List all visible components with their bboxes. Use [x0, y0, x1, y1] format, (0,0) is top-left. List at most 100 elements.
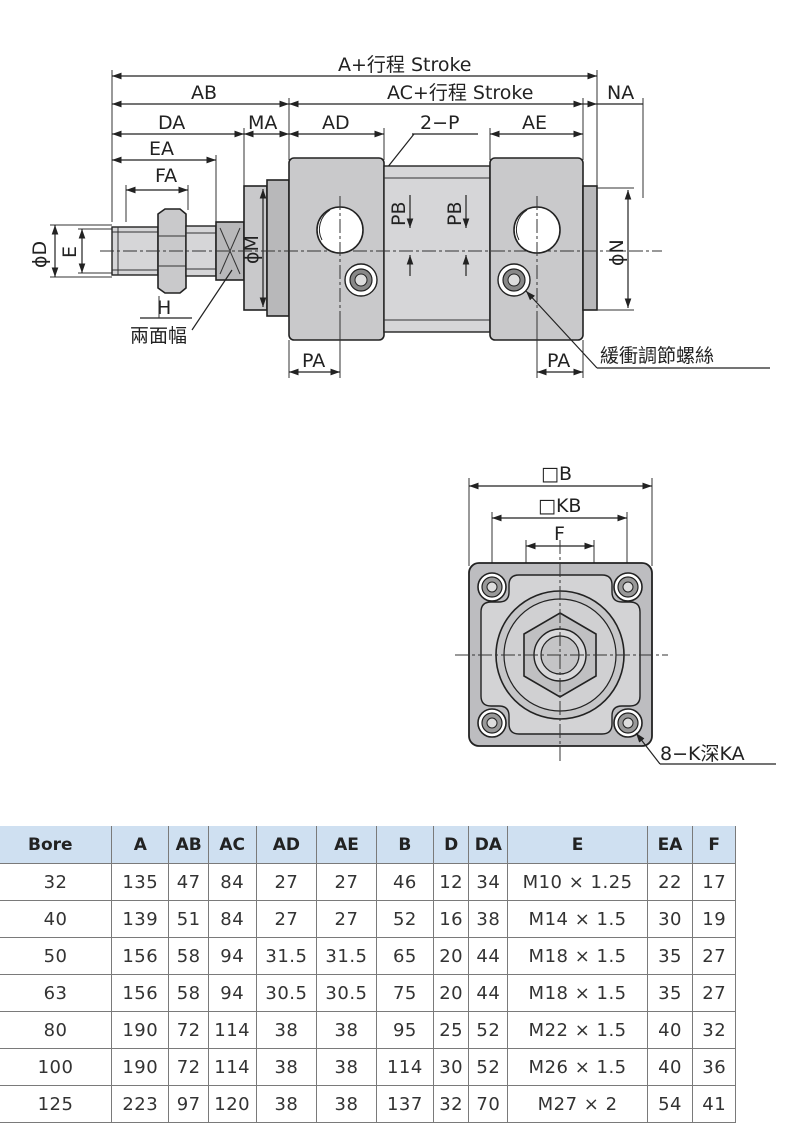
label-A-stroke: A+行程 Stroke	[338, 54, 472, 76]
table-cell: 190	[111, 1048, 170, 1086]
label-PA-1: PA	[302, 350, 325, 372]
label-B: □B	[541, 463, 572, 485]
table-cell: 32	[692, 1011, 736, 1049]
corner-bolt-bl	[477, 708, 507, 738]
table-cell: 58	[168, 937, 209, 975]
table-cell: 51	[168, 900, 209, 938]
table-cell: 75	[375, 974, 435, 1012]
table-cell: 47	[168, 863, 209, 901]
label-F: F	[554, 523, 565, 545]
dim-AC: AC+行程 Stroke	[289, 82, 583, 108]
table-cell: 114	[375, 1048, 435, 1086]
label-NA: NA	[607, 82, 634, 104]
column-header: AD	[255, 826, 318, 864]
cushion-screw-rear	[497, 263, 531, 297]
table-cell: 139	[111, 900, 170, 938]
table-cell: 31.5	[255, 937, 318, 975]
table-cell: 95	[375, 1011, 435, 1049]
label-D: ϕD	[29, 241, 51, 268]
table-cell: 16	[433, 900, 470, 938]
table-cell: 27	[255, 863, 318, 901]
dim-EA: EA	[112, 138, 216, 164]
table-cell: 25	[433, 1011, 470, 1049]
column-header: DA	[468, 826, 509, 864]
table-cell: 156	[111, 974, 170, 1012]
dim-AD: AD	[289, 112, 384, 138]
corner-bolt-tl	[477, 572, 507, 602]
table-cell: M14 × 1.5	[507, 900, 648, 938]
table-cell: 32	[433, 1085, 470, 1123]
dim-NA: NA	[583, 82, 643, 108]
table-cell: 38	[316, 1048, 377, 1086]
table-cell: 30	[646, 900, 694, 938]
table-cell: M18 × 1.5	[507, 937, 648, 975]
table-cell: 137	[375, 1085, 435, 1123]
table-cell: 190	[111, 1011, 170, 1049]
column-header: A	[111, 826, 170, 864]
label-KB: □KB	[538, 495, 581, 517]
label-MA: MA	[248, 112, 277, 134]
label-wrench: 兩面幅	[130, 325, 187, 347]
table-cell: 20	[433, 974, 470, 1012]
table-cell: 27	[316, 863, 377, 901]
table-cell: 65	[375, 937, 435, 975]
label-EA: EA	[149, 138, 174, 160]
table-cell: M18 × 1.5	[507, 974, 648, 1012]
table-cell: 52	[468, 1048, 509, 1086]
column-header: D	[433, 826, 470, 864]
table-cell: M10 × 1.25	[507, 863, 648, 901]
table-cell: 125	[0, 1085, 113, 1123]
table-cell: M22 × 1.5	[507, 1011, 648, 1049]
dim-AE: AE	[490, 112, 583, 138]
table-cell: 38	[255, 1048, 318, 1086]
table-cell: 80	[0, 1011, 113, 1049]
table-cell: 30.5	[316, 974, 377, 1012]
dim-MA: MA	[244, 112, 289, 138]
table-cell: M26 × 1.5	[507, 1048, 648, 1086]
label-cushion: 緩衝調節螺絲	[600, 345, 714, 367]
table-cell: 27	[316, 900, 377, 938]
table-cell: 12	[433, 863, 470, 901]
dim-DA: DA	[112, 112, 244, 138]
column-header: F	[692, 826, 736, 864]
label-FA: FA	[155, 165, 177, 187]
table-cell: 20	[433, 937, 470, 975]
table-cell: 38	[316, 1085, 377, 1123]
cylinder-drawing: A+行程 Stroke AB AC+行程 Stroke NA DA MA AD	[29, 54, 776, 765]
table-cell: 84	[207, 900, 257, 938]
corner-bolt-br	[613, 708, 643, 738]
table-cell: M27 × 2	[507, 1085, 648, 1123]
table-cell: 40	[646, 1048, 694, 1086]
table-cell: 52	[375, 900, 435, 938]
table-cell: 30.5	[255, 974, 318, 1012]
label-2P: 2−P	[420, 112, 459, 134]
table-cell: 35	[646, 974, 694, 1012]
label-AD: AD	[322, 112, 350, 134]
label-M: ϕM	[241, 235, 263, 264]
table-cell: 38	[255, 1085, 318, 1123]
table-cell: 114	[207, 1011, 257, 1049]
table-cell: 70	[468, 1085, 509, 1123]
table-cell: 27	[692, 937, 736, 975]
table-cell: 223	[111, 1085, 170, 1123]
table-cell: 22	[646, 863, 694, 901]
table-cell: 38	[468, 900, 509, 938]
label-PA-2: PA	[547, 350, 570, 372]
table-cell: 52	[468, 1011, 509, 1049]
dim-FA: FA	[126, 165, 188, 194]
label-E: E	[59, 246, 81, 258]
table-cell: 30	[433, 1048, 470, 1086]
table-cell: 63	[0, 974, 113, 1012]
table-cell: 35	[646, 937, 694, 975]
table-cell: 17	[692, 863, 736, 901]
label-H: H	[157, 297, 171, 319]
column-header: AB	[168, 826, 209, 864]
table-cell: 50	[0, 937, 113, 975]
label-PB-1: PB	[388, 202, 410, 227]
table-cell: 135	[111, 863, 170, 901]
